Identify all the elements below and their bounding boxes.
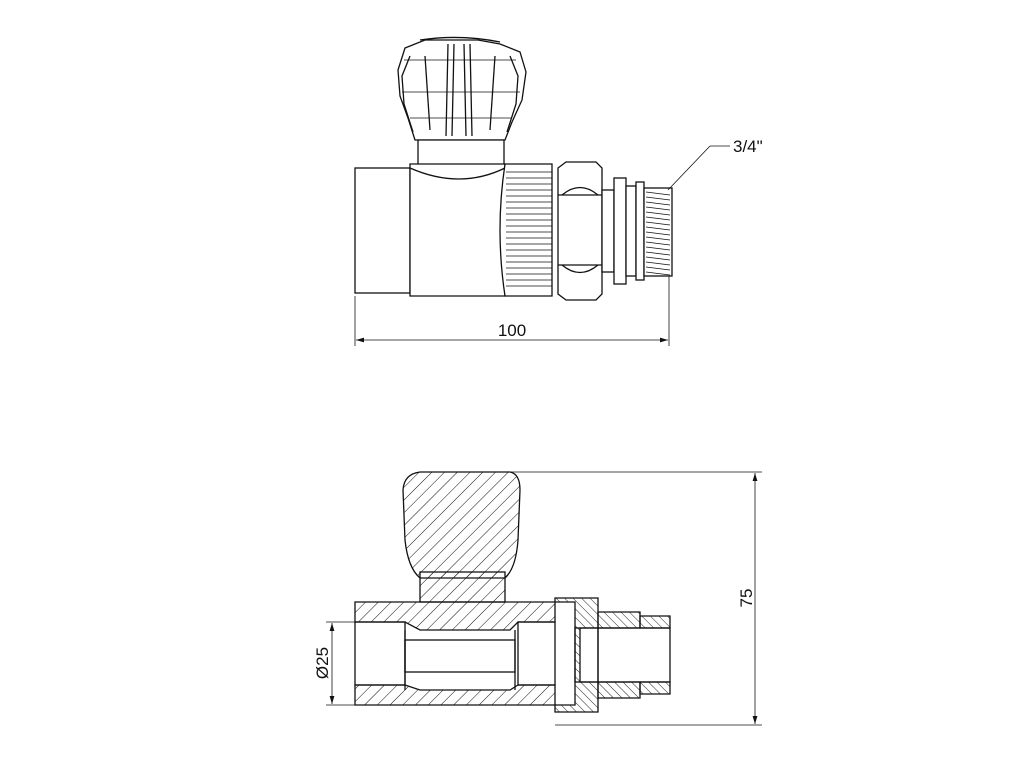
height-dimension-label: 75 xyxy=(737,589,756,608)
length-dimension-label: 100 xyxy=(498,321,526,340)
section-tail xyxy=(597,611,671,699)
threaded-tail xyxy=(643,187,673,277)
thread-line xyxy=(645,226,671,231)
valve-body xyxy=(354,163,506,297)
thread-line xyxy=(645,236,671,241)
section-stem xyxy=(419,571,506,603)
section-handle xyxy=(402,471,521,579)
section-body-lower xyxy=(354,684,556,706)
hex-nut xyxy=(557,161,603,301)
section-body-upper xyxy=(354,601,556,631)
thread-line xyxy=(645,216,671,221)
diameter-dimension-label: Ø25 xyxy=(313,647,332,679)
knurled-ring xyxy=(499,163,553,297)
thread-callout: 3/4" xyxy=(667,137,763,191)
thread-line xyxy=(645,201,671,206)
length-dimension: 100 xyxy=(354,276,670,346)
thread-line xyxy=(645,251,671,256)
section-nut xyxy=(554,597,599,713)
thread-line xyxy=(645,211,671,216)
thread-line xyxy=(645,256,671,261)
thread-line xyxy=(645,261,671,266)
thread-line xyxy=(645,196,671,201)
thread-line xyxy=(645,191,671,196)
thread-line xyxy=(645,206,671,211)
valve-exterior-view xyxy=(354,36,673,301)
thread-line xyxy=(645,221,671,226)
valve-section-view xyxy=(354,471,671,713)
thread-line xyxy=(645,266,671,271)
thread-line xyxy=(645,271,671,276)
diameter-dimension: Ø25 xyxy=(313,621,355,706)
thread-size-label: 3/4" xyxy=(733,137,763,156)
thread-line xyxy=(645,241,671,246)
thread-line xyxy=(645,231,671,236)
height-dimension: 75 xyxy=(510,471,762,726)
valve-handle xyxy=(397,36,527,141)
thread-line xyxy=(645,246,671,251)
section-bore xyxy=(354,621,556,690)
union-collar xyxy=(601,177,645,285)
